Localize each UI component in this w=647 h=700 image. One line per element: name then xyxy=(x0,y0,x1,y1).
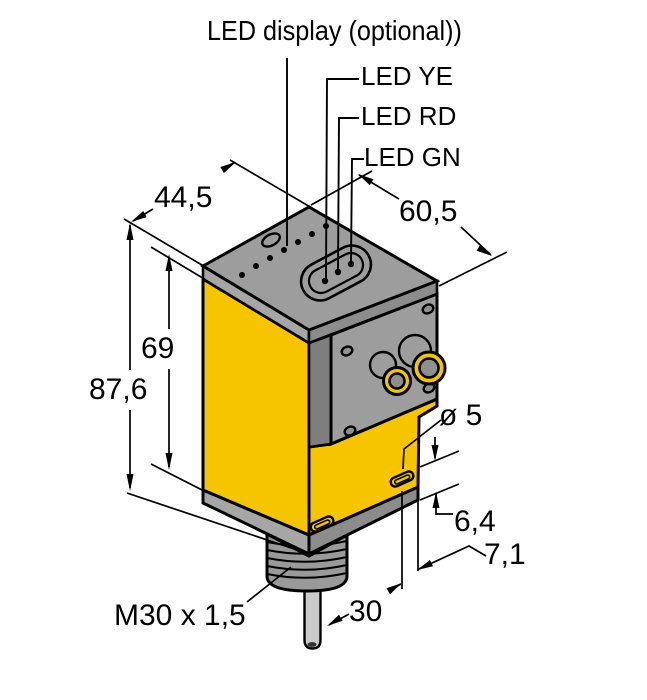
led-gn-leader xyxy=(350,158,364,264)
led-rd-dot xyxy=(334,268,342,276)
led-rd-label: LED RD xyxy=(361,101,457,131)
led-display-dots xyxy=(239,223,329,278)
thread-leader xyxy=(246,566,292,603)
led-gn-dot xyxy=(347,260,355,268)
led-rd-leader xyxy=(337,117,359,272)
led-ye-label: LED YE xyxy=(361,61,454,91)
cable-end-icon xyxy=(307,642,317,647)
thread-spec-label: M30 x 1,5 xyxy=(114,599,246,632)
head-screw-holes xyxy=(340,303,436,437)
dim-hole-to-edge: 7,1 xyxy=(484,538,526,571)
optical-port-lower xyxy=(368,350,412,396)
cable xyxy=(303,582,322,650)
dim-total-height: 87,6 xyxy=(89,373,148,406)
mounting-slot-upper xyxy=(389,470,415,488)
led-leader-lines xyxy=(286,58,364,280)
led-display-label: LED display (optional)) xyxy=(207,15,462,46)
led-gn-label: LED GN xyxy=(364,142,461,172)
dim-hole-diameter: ø 5 xyxy=(439,399,483,432)
hole-dia-leader xyxy=(402,419,442,470)
leader-lines xyxy=(246,419,487,603)
led-ye-leader xyxy=(325,78,359,280)
dim-cable-offset: 30 xyxy=(349,595,383,628)
dim-top-width: 44,5 xyxy=(154,181,213,214)
top-oval-hole-icon xyxy=(261,232,281,248)
dim-top-depth: 60,5 xyxy=(399,195,458,228)
arrowheads xyxy=(126,162,492,626)
head-block-side-strip xyxy=(307,333,333,449)
dim-body-height: 69 xyxy=(141,332,175,365)
led-window-inner xyxy=(307,251,365,295)
mounting-slot-lower xyxy=(309,515,335,533)
extension-lines xyxy=(123,159,508,589)
status-led-dots xyxy=(321,260,355,285)
dim-hole-to-bottom: 6,4 xyxy=(454,505,496,538)
dim-7-1-leader xyxy=(418,545,487,570)
optical-port-upper xyxy=(397,333,447,386)
led-ye-dot xyxy=(321,277,329,285)
